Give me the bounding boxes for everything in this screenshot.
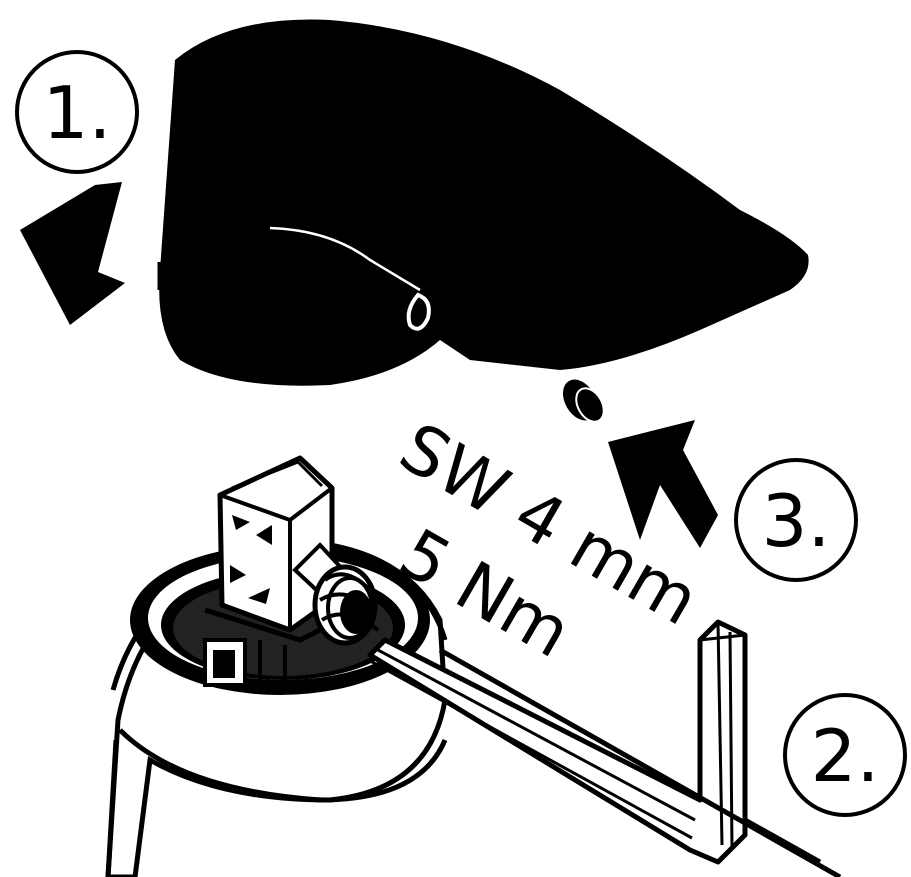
step-3-label: 3. [762,479,831,563]
hex-key [367,619,842,877]
cartridge-block [203,455,362,690]
threaded-insert [292,542,380,646]
lever-handle [157,19,809,386]
step-1-badge: 1. [15,50,139,174]
step-3-badge: 3. [734,458,858,582]
step-1-label: 1. [43,71,112,155]
step-2-label: 2. [811,714,880,798]
grub-screw [562,379,605,423]
arrow-down-icon [20,182,125,325]
arrow-up-left-icon [608,420,718,548]
step-2-badge: 2. [783,693,907,817]
